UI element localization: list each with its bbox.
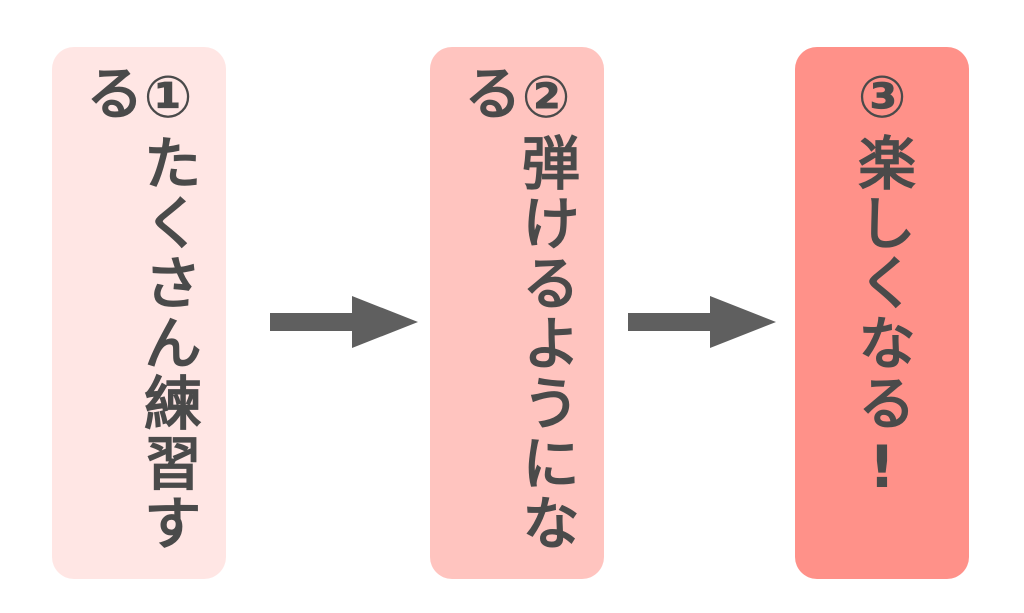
step-1-label: ①たくさん練習する [76,63,202,553]
step-2-label: ②弾けるようになる [454,63,580,553]
arrow-right-icon [270,296,418,348]
step-2-box: ②弾けるようになる [430,47,604,579]
step-3-label: ③楽しくなる! [848,63,916,503]
step-3-box: ③楽しくなる! [795,47,969,579]
arrow-2-shape [628,296,776,348]
arrow-right-icon [628,296,776,348]
step-1-box: ①たくさん練習する [52,47,226,579]
arrow-1-shape [270,296,418,348]
